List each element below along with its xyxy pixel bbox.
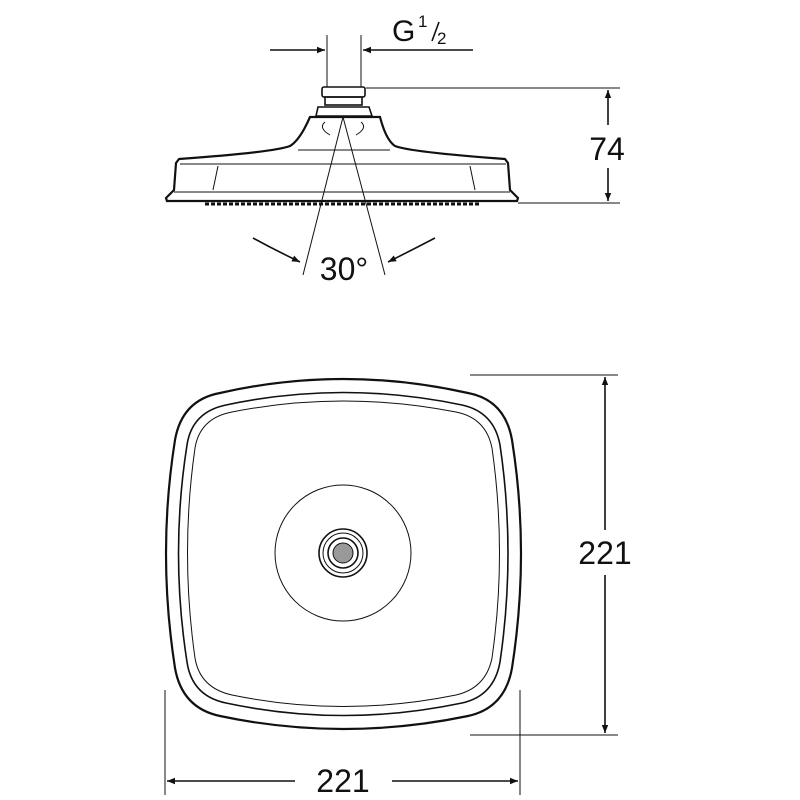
ball-joint	[332, 542, 354, 564]
svg-text:1: 1	[418, 12, 427, 31]
depth-label: 221	[578, 535, 631, 571]
top-view: 221 221	[164, 374, 632, 799]
thread-label: G 1 2	[392, 12, 446, 48]
height-label: 74	[589, 131, 625, 167]
svg-text:2: 2	[437, 29, 446, 48]
mount-plate	[274, 484, 412, 622]
side-view: G 1 2 74 30°	[164, 12, 625, 287]
svg-text:G: G	[392, 15, 415, 48]
collar	[315, 106, 374, 117]
width-label: 221	[316, 763, 369, 799]
shower-body	[164, 115, 520, 203]
angle-label: 30°	[320, 251, 368, 287]
outer-outline	[164, 377, 523, 731]
hex-nut	[321, 86, 366, 98]
